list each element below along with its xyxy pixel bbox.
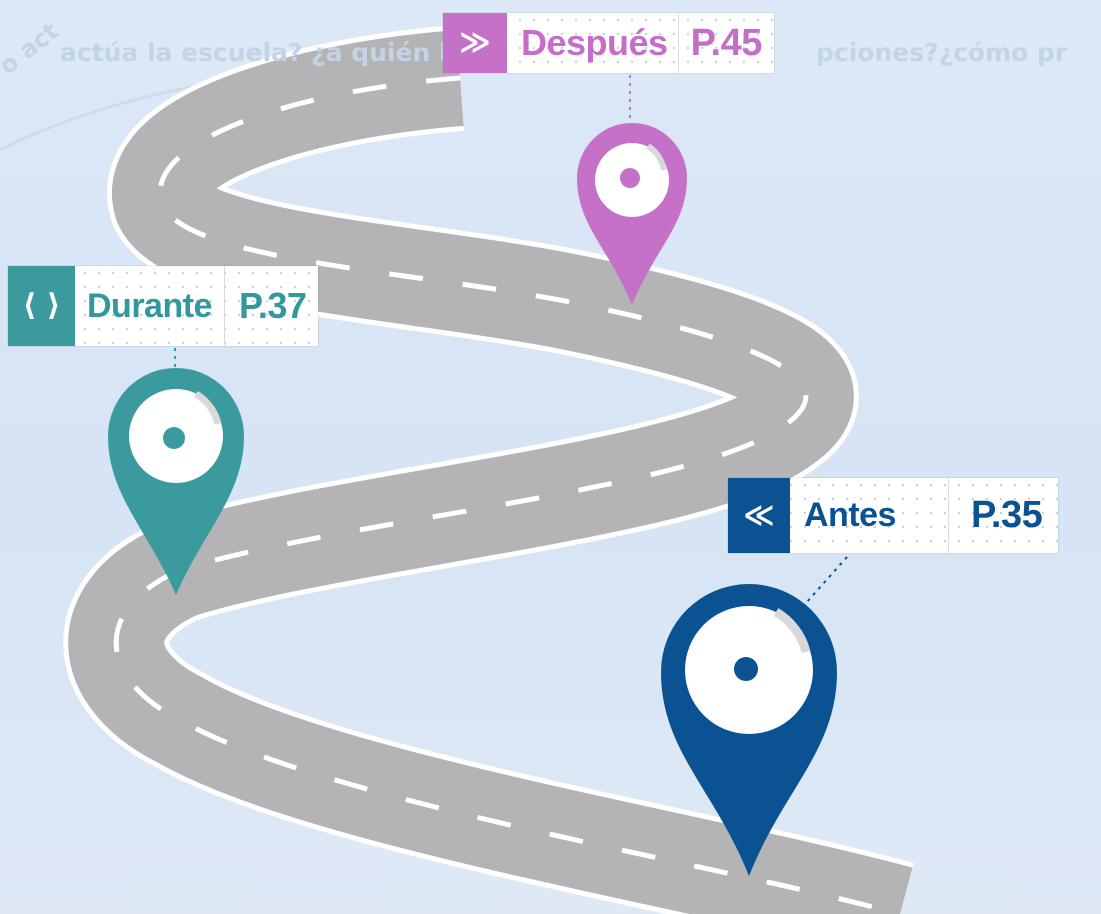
pin-despues-dot-icon: [620, 168, 640, 188]
pin-despues: [577, 75, 687, 305]
pin-antes-dot-icon: [734, 657, 758, 681]
label-durante-title: Durante: [87, 286, 212, 325]
label-durante[interactable]: ⟨ ⟩ Durante P.37: [8, 266, 319, 346]
label-despues-page: P.45: [677, 13, 774, 73]
background-text-right: pciones?¿cómo pr: [816, 38, 1068, 67]
pin-antes: [661, 556, 848, 876]
double-chevron-left-icon: ≪: [728, 478, 790, 553]
pin-durante-dot-icon: [163, 427, 185, 449]
pin-antes-shade: [773, 608, 811, 654]
label-antes[interactable]: ≪ Antes P.35: [728, 478, 1059, 553]
pin-durante-shade: [194, 390, 222, 425]
angle-brackets-icon: ⟨ ⟩: [8, 266, 75, 346]
label-antes-page: P.35: [947, 478, 1058, 553]
label-despues[interactable]: ≫ Después P.45: [443, 13, 774, 73]
pin-despues-shade: [646, 143, 667, 171]
double-chevron-right-icon: ≫: [443, 13, 507, 73]
label-despues-title: Después: [521, 22, 668, 63]
road-lane-markings: [113, 75, 901, 914]
pin-durante: [108, 348, 244, 595]
label-antes-title: Antes: [804, 496, 896, 534]
background-text-left: actúa la escuela? ¿a quién ll: [60, 38, 457, 67]
label-durante-page: P.37: [223, 266, 318, 346]
